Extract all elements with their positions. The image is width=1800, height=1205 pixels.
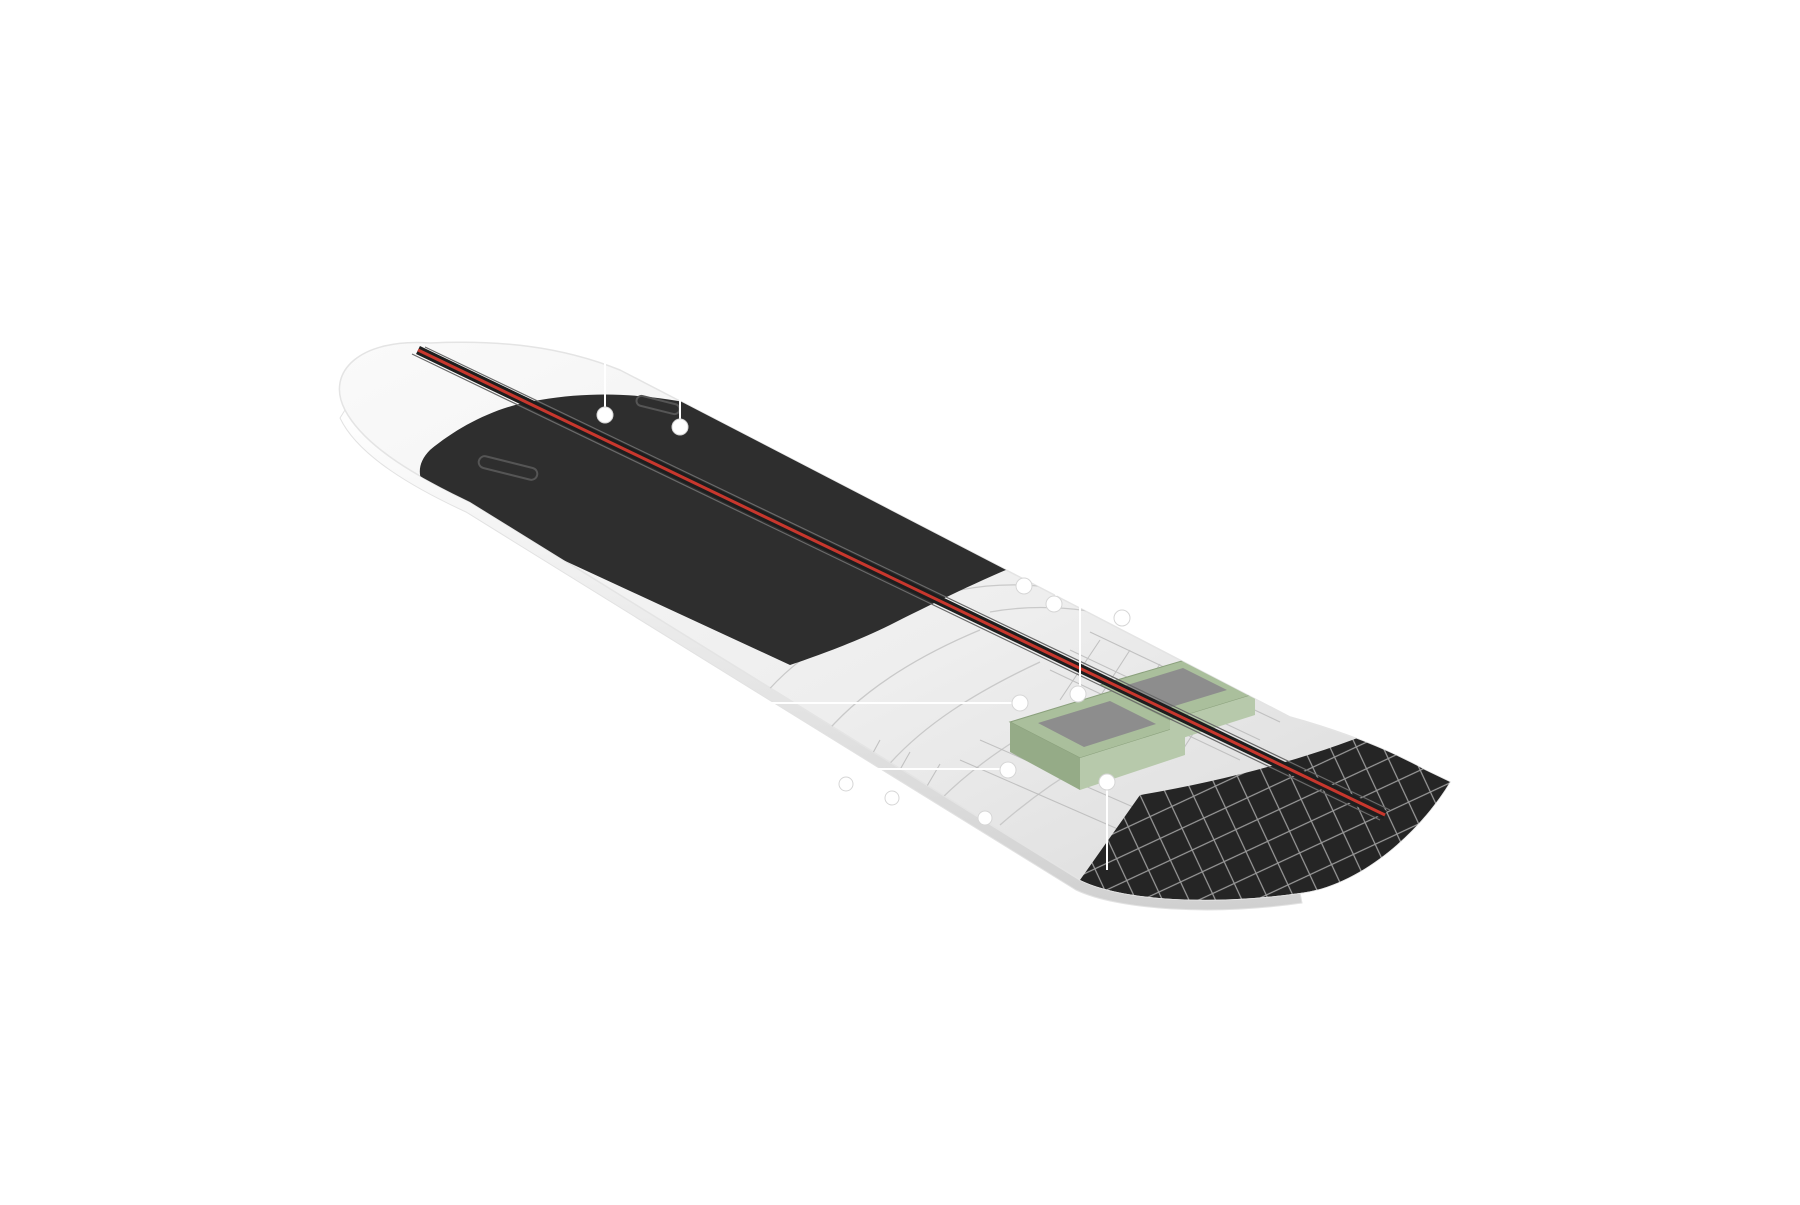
callout-dot-9[interactable]	[1098, 773, 1116, 791]
callout-dot-4[interactable]	[1045, 595, 1063, 613]
callout-dot-3[interactable]	[1015, 577, 1033, 595]
callout-dot-10[interactable]	[838, 776, 854, 792]
mast-box-front	[1008, 689, 1187, 790]
center-stringer	[411, 345, 1391, 821]
callouts	[596, 360, 1131, 870]
callout-dot-12[interactable]	[977, 810, 993, 826]
callout-dot-1[interactable]	[596, 406, 614, 424]
callout-dot-11[interactable]	[884, 790, 900, 806]
board-surface-details	[411, 345, 1450, 900]
traction-pad	[419, 394, 1030, 665]
callout-dot-7[interactable]	[1011, 694, 1029, 712]
carbon-tail-patch	[1080, 725, 1450, 900]
callout-dot-2[interactable]	[671, 418, 689, 436]
callout-dot-8[interactable]	[999, 761, 1017, 779]
callout-dot-5[interactable]	[1113, 609, 1131, 627]
callout-dot-6[interactable]	[1069, 685, 1087, 703]
